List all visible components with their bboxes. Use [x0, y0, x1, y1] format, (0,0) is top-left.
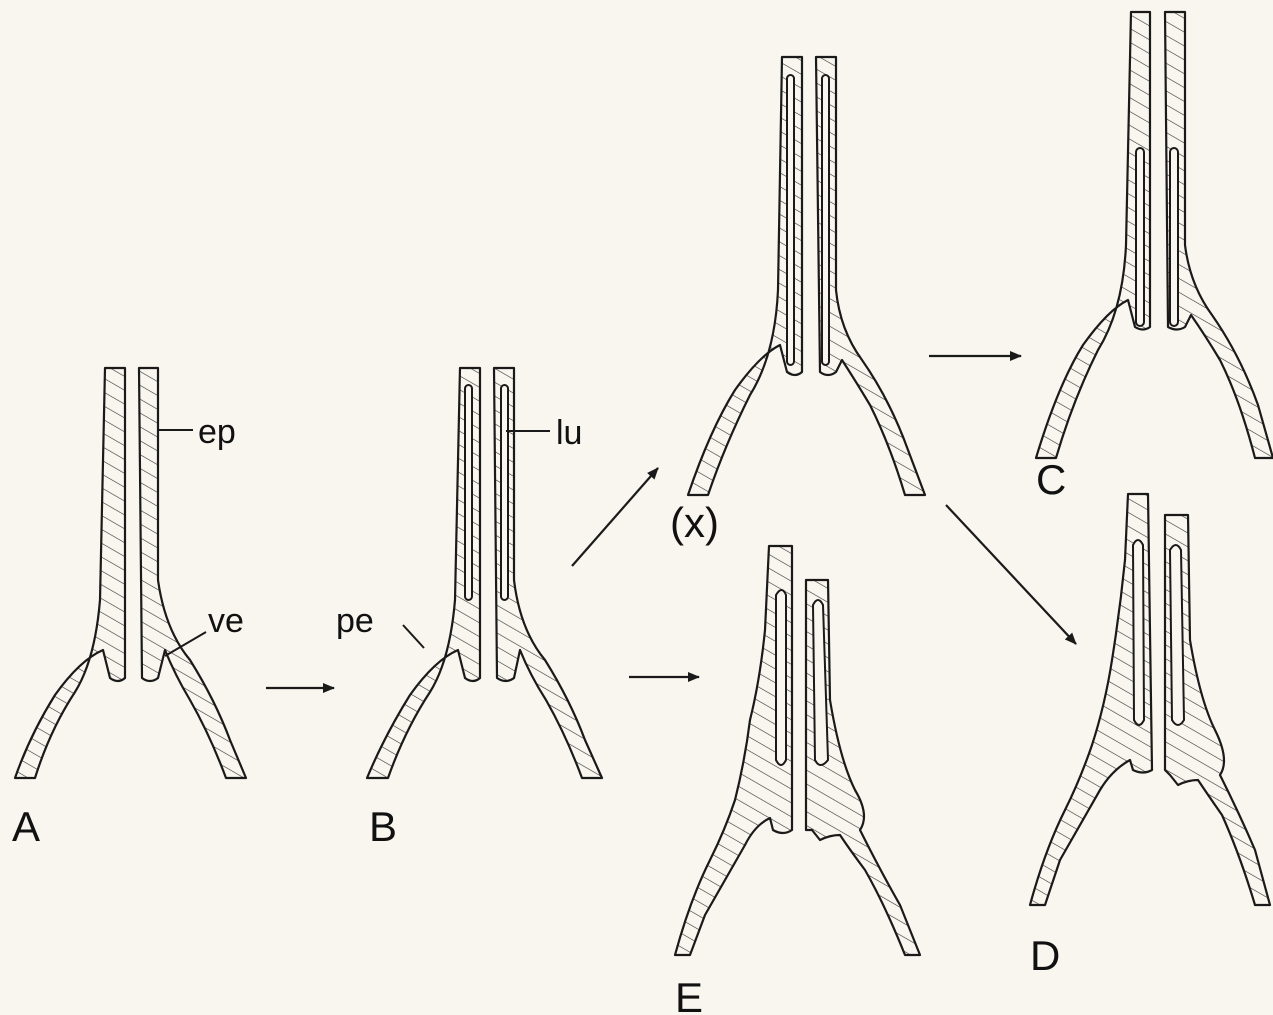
pe-leader-line	[403, 625, 424, 648]
stage-label-a: A	[12, 803, 40, 850]
stage-label-b: B	[369, 803, 397, 850]
stage-e-drawing	[675, 546, 920, 955]
stage-label-x: (x)	[670, 499, 719, 546]
annotation-ep: ep	[198, 413, 236, 451]
annotation-lu: lu	[556, 414, 582, 452]
arrow-x-to-d	[946, 505, 1076, 644]
stage-label-e: E	[675, 974, 703, 1015]
stage-d-drawing	[1030, 494, 1270, 905]
stage-label-c: C	[1036, 456, 1066, 503]
annotation-pe: pe	[336, 602, 374, 640]
stage-label-d: D	[1030, 932, 1060, 979]
arrow-b-to-x	[572, 468, 658, 566]
stage-c-drawing	[1036, 12, 1273, 458]
stage-x-drawing	[688, 57, 925, 495]
annotation-ve: ve	[208, 602, 244, 640]
